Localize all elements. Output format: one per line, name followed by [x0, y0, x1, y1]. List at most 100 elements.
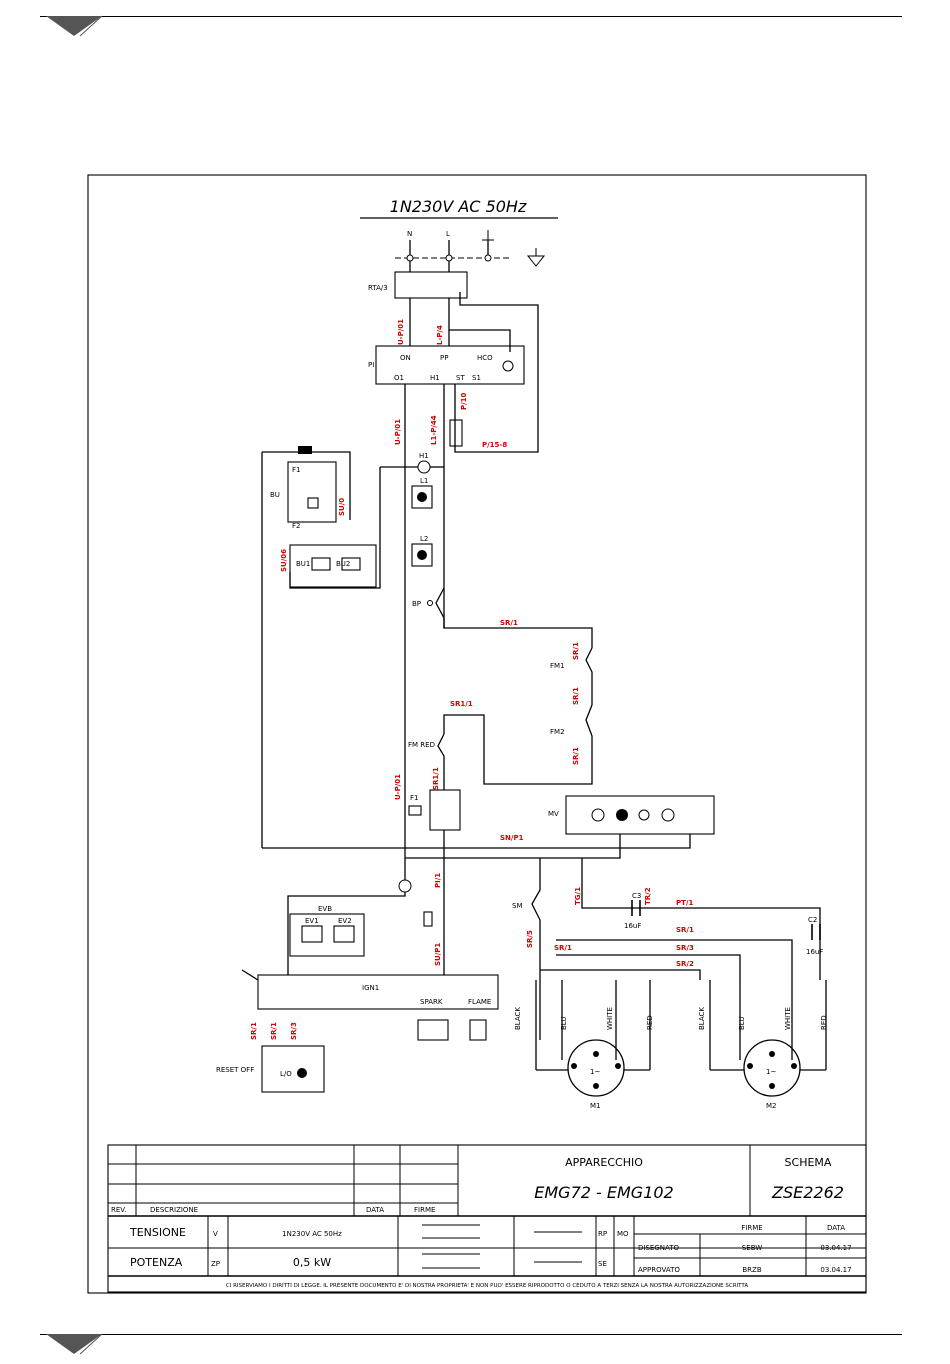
- m1-black-label: BLACK: [514, 1007, 522, 1030]
- pilot-st-label: ST: [456, 374, 465, 382]
- top-rule: [40, 16, 902, 17]
- evb-label: EVB: [318, 905, 332, 913]
- bu-block: [287, 461, 337, 523]
- rev-header: REV.: [111, 1206, 126, 1214]
- wire-label: SR/3: [676, 944, 694, 952]
- wire-label: SR1/1: [450, 700, 473, 708]
- terminal-n-label: N: [407, 230, 412, 238]
- wire-label: P/15-8: [482, 441, 507, 449]
- c3-label: C3: [632, 892, 641, 900]
- m1-label: M1: [590, 1102, 601, 1110]
- fm1-label: FM1: [550, 662, 565, 670]
- main-terminal-block: [394, 271, 468, 299]
- m2-white-label: WHITE: [784, 1007, 792, 1030]
- main-terminal-label: RTA/3: [368, 284, 388, 292]
- wire-label: SR/1: [500, 619, 518, 627]
- potenza-unit: ZP: [211, 1260, 220, 1268]
- wire-label: SN/P1: [500, 834, 524, 842]
- bu-top-contact: [298, 446, 312, 454]
- m1-blu-label: BLU: [560, 1017, 568, 1030]
- cap2-label: 16uF: [806, 948, 823, 956]
- m2-symbol: 1~: [766, 1068, 776, 1076]
- reset-label: RESET OFF: [216, 1066, 254, 1074]
- m2-black-label: BLACK: [698, 1007, 706, 1030]
- reset-block: [261, 1045, 325, 1093]
- pilot-on-label: ON: [400, 354, 411, 362]
- potenza-label: POTENZA: [130, 1256, 183, 1269]
- ev2-coil: [333, 925, 355, 943]
- wire-label: U-P/01: [394, 774, 402, 800]
- schema-value: ZSE2262: [771, 1183, 844, 1202]
- bu-f2-label: F2: [292, 522, 300, 530]
- lo-label: L/O: [280, 1070, 292, 1078]
- bu2-label: BU2: [336, 560, 350, 568]
- tensione-value: 1N230V AC 50Hz: [282, 1230, 342, 1238]
- m2-red-label: RED: [820, 1015, 828, 1030]
- lamp-l1: [411, 485, 433, 509]
- m2-blu-label: BLU: [738, 1017, 746, 1030]
- apparecchio-value: EMG72 - EMG102: [534, 1183, 673, 1202]
- ev2-label: EV2: [338, 917, 352, 925]
- wire-label: SU/P1: [434, 943, 442, 966]
- apparecchio-label: APPARECCHIO: [565, 1156, 643, 1169]
- lamp-l2-icon: [417, 550, 427, 560]
- approvato-label: APPROVATO: [638, 1266, 680, 1274]
- wire-label: U-P/01: [397, 319, 405, 345]
- disegnato-label: DISEGNATO: [638, 1244, 680, 1252]
- wire-label: SU/06: [280, 549, 288, 572]
- m1-symbol: 1~: [590, 1068, 600, 1076]
- pilot-h1-label: H1: [430, 374, 440, 382]
- bottom-rule: [40, 1334, 902, 1335]
- lamp-l2: [411, 543, 433, 567]
- bu-label: BU: [270, 491, 280, 499]
- wire-label: PT/1: [676, 899, 693, 907]
- bu2-coil: [341, 557, 361, 571]
- disegnato-date: 03.04.17: [820, 1244, 851, 1252]
- sign-header: FIRME: [414, 1206, 435, 1214]
- se-label: SE: [598, 1260, 607, 1268]
- supply-title: 1N230V AC 50Hz: [390, 197, 527, 216]
- lamp-l2-label: L2: [420, 535, 428, 543]
- pilot-coil: [449, 419, 463, 447]
- wire-label: TG/1: [574, 887, 582, 905]
- ground-symbol-icon: [526, 248, 546, 267]
- wire-label: U-P/01: [394, 419, 402, 445]
- bp-label: BP: [412, 600, 421, 608]
- wire-label: PI/1: [434, 873, 442, 888]
- wire-label: SR/1: [250, 1022, 258, 1040]
- mv-label: MV: [548, 810, 559, 818]
- wire-label: SR/3: [290, 1022, 298, 1040]
- sm-label: SM: [512, 902, 522, 910]
- wire-label: SR/1: [572, 642, 580, 660]
- tensione-unit: V: [213, 1230, 218, 1238]
- m1-white-label: WHITE: [606, 1007, 614, 1030]
- mv-motor-icon: [591, 808, 605, 822]
- wire-label: SR/5: [526, 930, 534, 948]
- power-lamp-icon: [417, 460, 431, 474]
- ev1-label: EV1: [305, 917, 319, 925]
- capacitor-c3-icon: [631, 900, 641, 916]
- bu1-label: BU1: [296, 560, 310, 568]
- wire-label: P/10: [460, 392, 468, 410]
- pilot-label: PI: [368, 361, 374, 369]
- potenza-value: 0,5 kW: [293, 1256, 331, 1269]
- pilot-hco-label: HCO: [477, 354, 493, 362]
- earth-icon: [482, 230, 494, 241]
- pilot-s1-label: S1: [472, 374, 481, 382]
- bu-f1-label: F1: [292, 466, 300, 474]
- lamp-l1-label: L1: [420, 477, 428, 485]
- wire-label: SR/1: [572, 687, 580, 705]
- wire-label: SR1/1: [432, 767, 440, 790]
- wire-labels: U-P/01 L-P/4 U-P/01 L1-P/44 P/10 P/15-8 …: [250, 319, 694, 1040]
- wire-label: TR/2: [644, 887, 652, 905]
- bu1-coil: [311, 557, 331, 571]
- power-lamp-label: H1: [419, 452, 429, 460]
- wire-label: SR/2: [676, 960, 694, 968]
- footer-note: CI RISERVIAMO I DIRITTI DI LEGGE. IL PRE…: [226, 1283, 748, 1289]
- date-header: DATA: [366, 1206, 384, 1214]
- tensione-label: TENSIONE: [129, 1226, 186, 1239]
- fuse-icon: [423, 911, 433, 927]
- bottom-corner-arrow-icon: [46, 1333, 103, 1355]
- wire-label: L-P/4: [436, 325, 444, 345]
- f1-label: F1: [410, 794, 418, 802]
